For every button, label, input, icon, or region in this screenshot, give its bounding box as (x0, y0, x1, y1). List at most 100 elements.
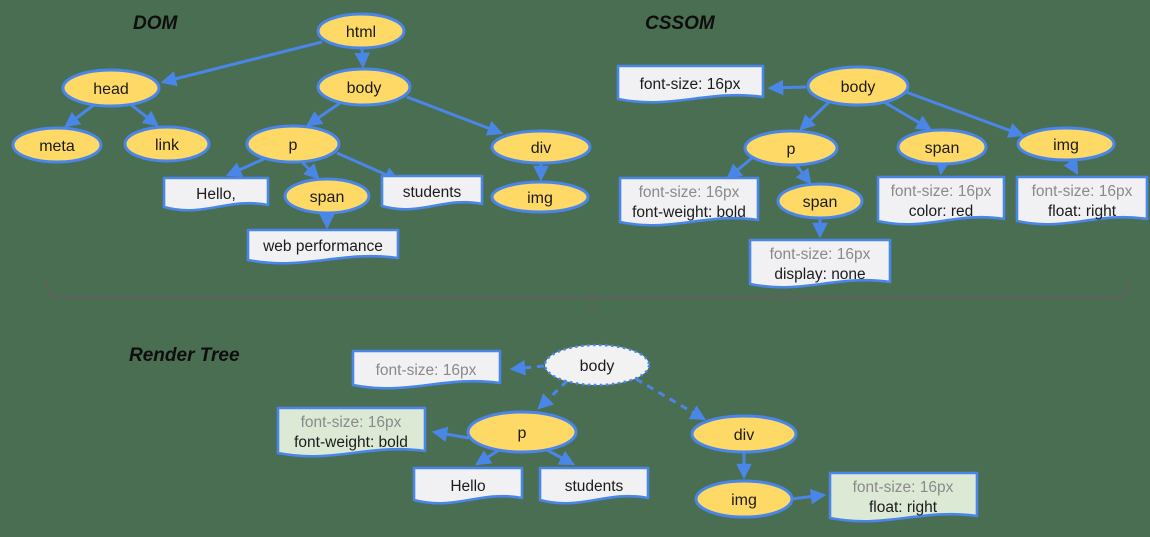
arrow-cssom-span-to-colorred (934, 158, 951, 176)
dom-node-p: p (245, 124, 341, 164)
render-node-div-label: div (734, 427, 754, 444)
merge-bracket (46, 282, 1130, 312)
cssom-rule-span: font-size: 16px color: red (876, 175, 1006, 226)
cssom-rule-span-in-p-line2: display: none (774, 266, 865, 283)
cssom-node-p-label: p (787, 141, 796, 158)
dom-node-img-label: img (527, 190, 553, 207)
dom-node-head-shape (61, 68, 161, 108)
arrow-head-to-link (129, 102, 159, 127)
arrow-cssom-p-to-span (795, 165, 812, 185)
render-node-img: img (694, 479, 794, 519)
cssom-rule-body-shape (616, 64, 765, 104)
render-node-img-label: img (731, 492, 757, 509)
cssom-node-img: img (1016, 126, 1116, 162)
render-tree-title: Render Tree (129, 345, 240, 366)
merge-bracket-line (46, 282, 1130, 298)
render-rule-p-shape (276, 406, 427, 458)
dom-textnode-web-performance: web performance (246, 228, 400, 265)
cssom-rule-img-line1: font-size: 16px (1032, 183, 1133, 200)
arrow-body-to-p (306, 101, 341, 127)
cssom-node-p-shape (743, 129, 839, 167)
dom-node-span-shape (283, 177, 371, 215)
arrow-render-body-to-p (537, 379, 569, 410)
arrow-cssom-img-to-floatright (1063, 157, 1079, 176)
dom-textnode-hello-shape (162, 176, 270, 212)
cssom-tree-title: CSSOM (645, 13, 716, 34)
render-textnode-students-label: students (565, 478, 624, 495)
arrow-render-p-to-students (546, 448, 576, 466)
dom-node-div-label: div (531, 140, 551, 157)
render-rule-p-line1: font-size: 16px (301, 414, 402, 431)
cssom-rule-img-shape (1015, 175, 1149, 226)
dom-node-html-label: html (346, 24, 376, 41)
render-rule-img-shape (828, 471, 979, 523)
cssom-node-span: span (896, 128, 988, 166)
cssom-rule-span-in-p: font-size: 16px display: none (748, 238, 892, 289)
arrow-render-body-to-rule (509, 359, 545, 376)
render-node-body-label: body (580, 358, 615, 375)
cssom-node-span-shape (896, 128, 988, 166)
dom-node-meta: meta (11, 126, 103, 164)
cssom-rule-span-shape (876, 175, 1006, 226)
cssom-rule-p-line2: font-weight: bold (632, 204, 746, 221)
dom-node-body-shape (316, 67, 412, 107)
render-node-div: div (690, 414, 798, 454)
dom-node-html-shape (316, 12, 406, 50)
render-node-img-shape (694, 479, 794, 519)
dom-textnode-web-performance-label: web performance (262, 238, 383, 255)
cssom-node-span-in-p-label: span (803, 194, 838, 211)
arrow-cssom-body-to-span (883, 100, 933, 131)
cssom-rule-img: font-size: 16px float: right (1015, 175, 1149, 226)
cssom-rule-p-shape (618, 176, 760, 227)
cssom-node-body-label: body (841, 79, 876, 96)
render-textnode-students: students (538, 466, 650, 505)
dom-node-meta-label: meta (39, 138, 75, 155)
dom-node-body-label: body (347, 80, 382, 97)
dom-node-head-label: head (93, 81, 129, 98)
cssom-rule-span-in-p-shape (748, 238, 892, 289)
cssom-node-img-label: img (1053, 137, 1079, 154)
render-rule-body: font-size: 16px (351, 349, 502, 390)
cssom-rule-span-line1: font-size: 16px (891, 183, 992, 200)
cssom-rule-p-line1: font-size: 16px (639, 184, 740, 201)
dom-textnode-web-performance-shape (246, 228, 400, 265)
render-textnode-hello-shape (412, 466, 524, 505)
dom-textnode-students-shape (380, 174, 484, 211)
cssom-node-span-label: span (925, 140, 960, 157)
cssom-tree: CSSOM body p span img span (616, 13, 1149, 289)
render-rule-p-line2: font-weight: bold (294, 434, 408, 451)
cssom-node-body: body (806, 65, 910, 107)
cssom-node-body-shape (806, 65, 910, 107)
render-rule-img-line1: font-size: 16px (853, 479, 954, 496)
cssom-rule-img-line2: float: right (1048, 203, 1117, 220)
render-rule-img: font-size: 16px float: right (828, 471, 979, 523)
render-rule-body-line1: font-size: 16px (376, 362, 477, 379)
render-textnode-hello: Hello (412, 466, 524, 505)
cssom-node-span-in-p-shape (776, 182, 864, 220)
render-rule-body-shape (351, 349, 502, 390)
dom-node-meta-shape (11, 126, 103, 164)
render-node-p: p (466, 410, 578, 454)
arrow-html-to-body (354, 47, 371, 69)
arrow-head-to-meta (64, 102, 96, 128)
arrow-body-to-div (406, 95, 504, 136)
dom-node-span: span (283, 177, 371, 215)
cssom-rule-body: font-size: 16px (616, 64, 765, 104)
dom-node-body: body (316, 67, 412, 107)
arrow-cssom-p-to-rule (726, 156, 753, 180)
cssom-rule-span-in-p-line1: font-size: 16px (770, 246, 871, 263)
dom-node-span-label: span (310, 189, 345, 206)
arrow-render-body-to-div (635, 377, 707, 421)
dom-node-html: html (316, 12, 406, 50)
cssom-rule-p: font-size: 16px font-weight: bold (618, 176, 760, 227)
render-node-body-shape (543, 343, 651, 387)
cssom-node-img-shape (1016, 126, 1116, 162)
dom-node-div: div (490, 129, 592, 165)
arrow-render-p-to-rule (431, 426, 470, 442)
arrow-html-to-head (160, 40, 323, 87)
render-tree: Render Tree body p div img font- (129, 343, 979, 523)
dom-node-img: img (490, 180, 590, 214)
dom-textnode-hello-label: Hello, (196, 186, 236, 203)
cssom-node-span-in-p: span (776, 182, 864, 220)
